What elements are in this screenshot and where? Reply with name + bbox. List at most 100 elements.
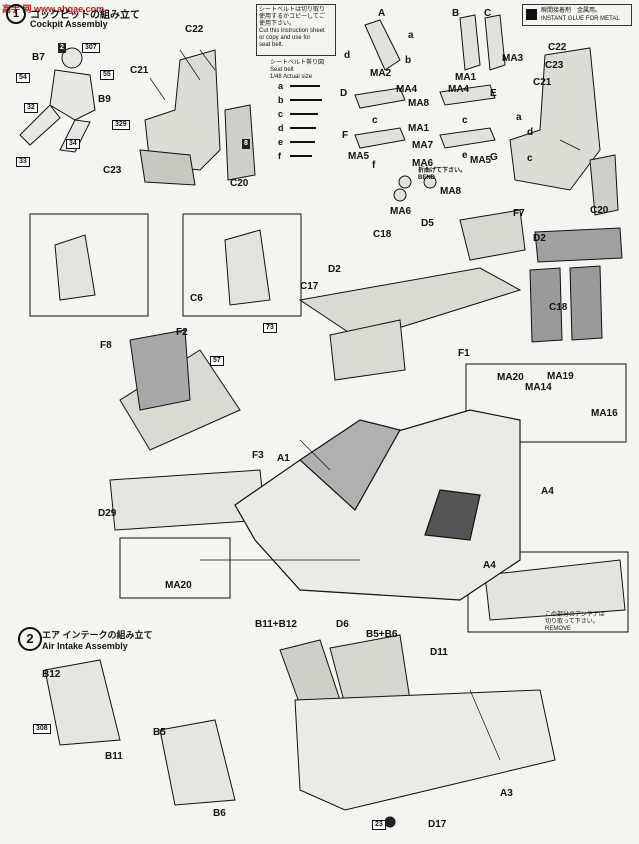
part-label: C22 bbox=[548, 42, 567, 53]
scale-letter: c bbox=[278, 109, 284, 119]
part-label: C22 bbox=[185, 24, 204, 35]
part-label: B bbox=[452, 8, 460, 19]
glue-note-jp: 瞬間接着剤 金属用。 bbox=[541, 8, 602, 14]
seatbelt-note-line: or copy and use for bbox=[259, 35, 311, 41]
glue-note-en: INSTANT GLUE FOR METAL bbox=[541, 16, 620, 22]
section-1-title-en: Cockpit Assembly bbox=[30, 19, 108, 29]
scale-letter: a bbox=[278, 81, 284, 91]
remove-note-jp: この部分のアンテナは bbox=[545, 612, 605, 618]
remove-note-jp: 切り取って下さい。 bbox=[545, 619, 599, 625]
part-label: MA4 bbox=[396, 84, 418, 95]
part-label: MA8 bbox=[408, 98, 430, 109]
part-label: D11 bbox=[430, 647, 448, 658]
paint-code: 34 bbox=[66, 139, 80, 149]
watermark-text: 高手 网 www.ahgae.com bbox=[2, 4, 105, 14]
ejection-seat-2 bbox=[509, 47, 619, 216]
part-label: D2 bbox=[533, 233, 546, 244]
part-label: D17 bbox=[428, 819, 447, 830]
seatbelt-straps bbox=[354, 14, 506, 202]
part-label: B7 bbox=[32, 52, 45, 63]
letter-label: e bbox=[462, 150, 468, 161]
part-label: C bbox=[484, 8, 492, 19]
bend-note: 折曲げて下さい。 BEND bbox=[418, 168, 466, 182]
part-label: MA14 bbox=[525, 382, 552, 393]
part-label: B5+B6 bbox=[366, 629, 398, 640]
glue-note: 瞬間接着剤 金属用。 INSTANT GLUE FOR METAL bbox=[522, 4, 632, 26]
letter-label: f bbox=[372, 160, 376, 171]
part-label: A4 bbox=[483, 560, 496, 571]
section-1-number: 1 bbox=[6, 4, 26, 24]
letter-label: b bbox=[405, 55, 412, 66]
part-label: MA7 bbox=[412, 140, 434, 151]
ejection-seat-1 bbox=[139, 49, 256, 186]
paint-code: 54 bbox=[16, 73, 30, 83]
part-label: B11+B12 bbox=[255, 619, 297, 630]
pilot-figure bbox=[19, 47, 96, 153]
part-label: A1 bbox=[277, 453, 290, 464]
paint-code: 2 bbox=[58, 43, 66, 53]
part-label: C18 bbox=[549, 302, 568, 313]
seatbelt-scale-bars bbox=[290, 85, 322, 157]
fuselage-a1 bbox=[234, 409, 521, 601]
part-label: C20 bbox=[590, 205, 609, 216]
part-label: MA20 bbox=[165, 580, 192, 591]
paint-code: 23 bbox=[372, 820, 386, 830]
part-label: MA4 bbox=[448, 84, 470, 95]
section-2-title-jp: エア インテークの組み立て bbox=[42, 630, 153, 640]
part-label: F2 bbox=[176, 327, 188, 338]
scale-letter: b bbox=[278, 95, 284, 105]
part-label: D bbox=[340, 88, 348, 99]
instrument-panel-parts bbox=[459, 209, 623, 343]
seatbelt-note-line: Cut this instruction sheet bbox=[259, 28, 325, 34]
paint-code: 329 bbox=[112, 120, 130, 130]
part-label: D6 bbox=[336, 619, 349, 630]
part-label: C23 bbox=[103, 165, 122, 176]
inset-box-seat bbox=[182, 213, 302, 317]
part-label: B12 bbox=[42, 669, 61, 680]
part-label: F3 bbox=[252, 450, 264, 461]
part-label: G bbox=[490, 152, 498, 163]
scale-note: シートベルト帯り図 Seat belt 1/48 Actual size bbox=[270, 60, 324, 81]
part-label: C21 bbox=[533, 77, 552, 88]
part-label: E bbox=[490, 88, 497, 99]
part-label: B11 bbox=[105, 751, 123, 762]
paint-code: 73 bbox=[263, 323, 277, 333]
letter-label: d bbox=[527, 127, 534, 138]
cockpit-tub bbox=[109, 267, 522, 531]
letter-label: a bbox=[516, 112, 522, 123]
scale-letter: f bbox=[278, 151, 281, 161]
bend-note-jp: 折曲げて下さい。 bbox=[418, 168, 467, 174]
part-label: A bbox=[378, 8, 386, 19]
part-label: MA6 bbox=[412, 158, 434, 169]
intake-assembly bbox=[44, 634, 556, 828]
part-label: A3 bbox=[500, 788, 513, 799]
part-label: D29 bbox=[98, 508, 117, 519]
seatbelt-note-line: 使用下さい。 bbox=[259, 21, 296, 27]
section-2-title-en: Air Intake Assembly bbox=[42, 641, 128, 651]
part-label: B6 bbox=[213, 808, 226, 819]
part-label: D2 bbox=[328, 264, 341, 275]
bend-note-en: BEND bbox=[418, 175, 436, 181]
part-label: MA16 bbox=[591, 408, 618, 419]
section-1-title-jp: コックピットの組み立て bbox=[30, 10, 140, 21]
part-label: MA8 bbox=[440, 186, 462, 197]
part-label: C23 bbox=[545, 60, 564, 71]
letter-label: a bbox=[408, 30, 414, 41]
inset-box-pilot bbox=[29, 213, 149, 317]
part-label: MA20 bbox=[497, 372, 524, 383]
part-label: MA6 bbox=[390, 206, 412, 217]
remove-note-en: REMOVE bbox=[545, 626, 572, 632]
part-label: D5 bbox=[421, 218, 434, 229]
part-label: MA3 bbox=[502, 53, 524, 64]
part-label: C18 bbox=[373, 229, 392, 240]
part-label: A4 bbox=[541, 486, 554, 497]
part-label: F1 bbox=[458, 348, 470, 359]
inset-box-ma20 bbox=[119, 537, 231, 599]
glue-icon bbox=[526, 9, 537, 20]
scale-letter: d bbox=[278, 123, 284, 133]
part-label: B9 bbox=[98, 94, 111, 105]
seatbelt-note-line: 使用するかコピーしてご bbox=[259, 14, 325, 20]
scale-note-line: Seat belt bbox=[270, 67, 294, 73]
part-label: C17 bbox=[300, 281, 319, 292]
section-2-number: 2 bbox=[18, 627, 42, 651]
